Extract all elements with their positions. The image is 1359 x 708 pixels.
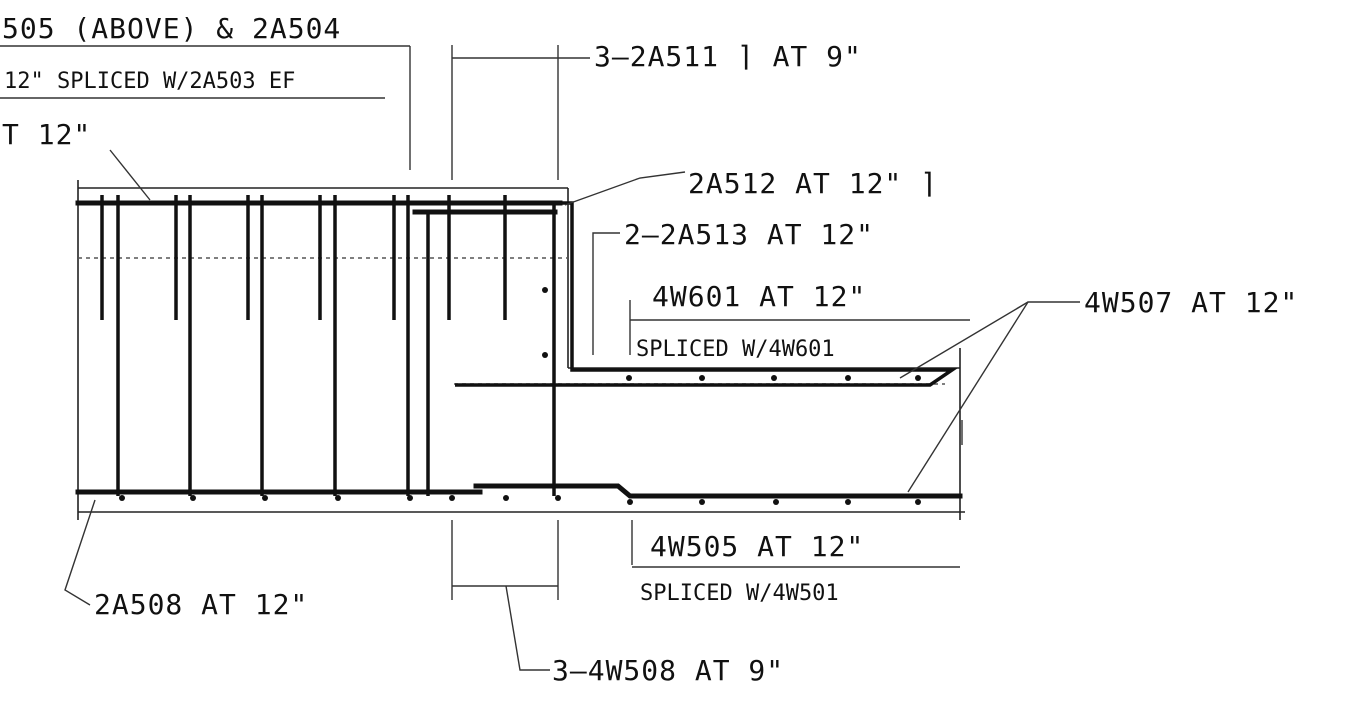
label-4w601-spliced: SPLICED W/4W601 [636,337,835,362]
label-top-left-2: 12" SPLICED W/2A503 EF [4,69,295,94]
label-2a512: 2A512 AT 12" ⌉ [688,167,938,200]
label-top-left-3: T 12" [2,118,91,151]
label-2a508: 2A508 AT 12" [94,588,308,621]
dimension-lines [0,45,1080,671]
label-2a511: 3–2A511 ⌉ AT 9" [594,40,862,73]
label-4w508: 3–4W508 AT 9" [552,654,784,687]
label-4w601: 4W601 AT 12" [652,280,866,313]
label-2a513: 2–2A513 AT 12" [624,218,874,251]
label-4w507: 4W507 AT 12" [1084,286,1298,319]
label-top-left-1: 505 (ABOVE) & 2A504 [2,12,341,45]
bottom-reinforcement [75,483,963,499]
label-4w505-spliced: SPLICED W/4W501 [640,581,839,606]
vertical-bars [100,195,556,496]
label-4w505: 4W505 AT 12" [650,530,864,563]
concrete-outline [77,180,965,520]
bar-dots [119,287,921,505]
